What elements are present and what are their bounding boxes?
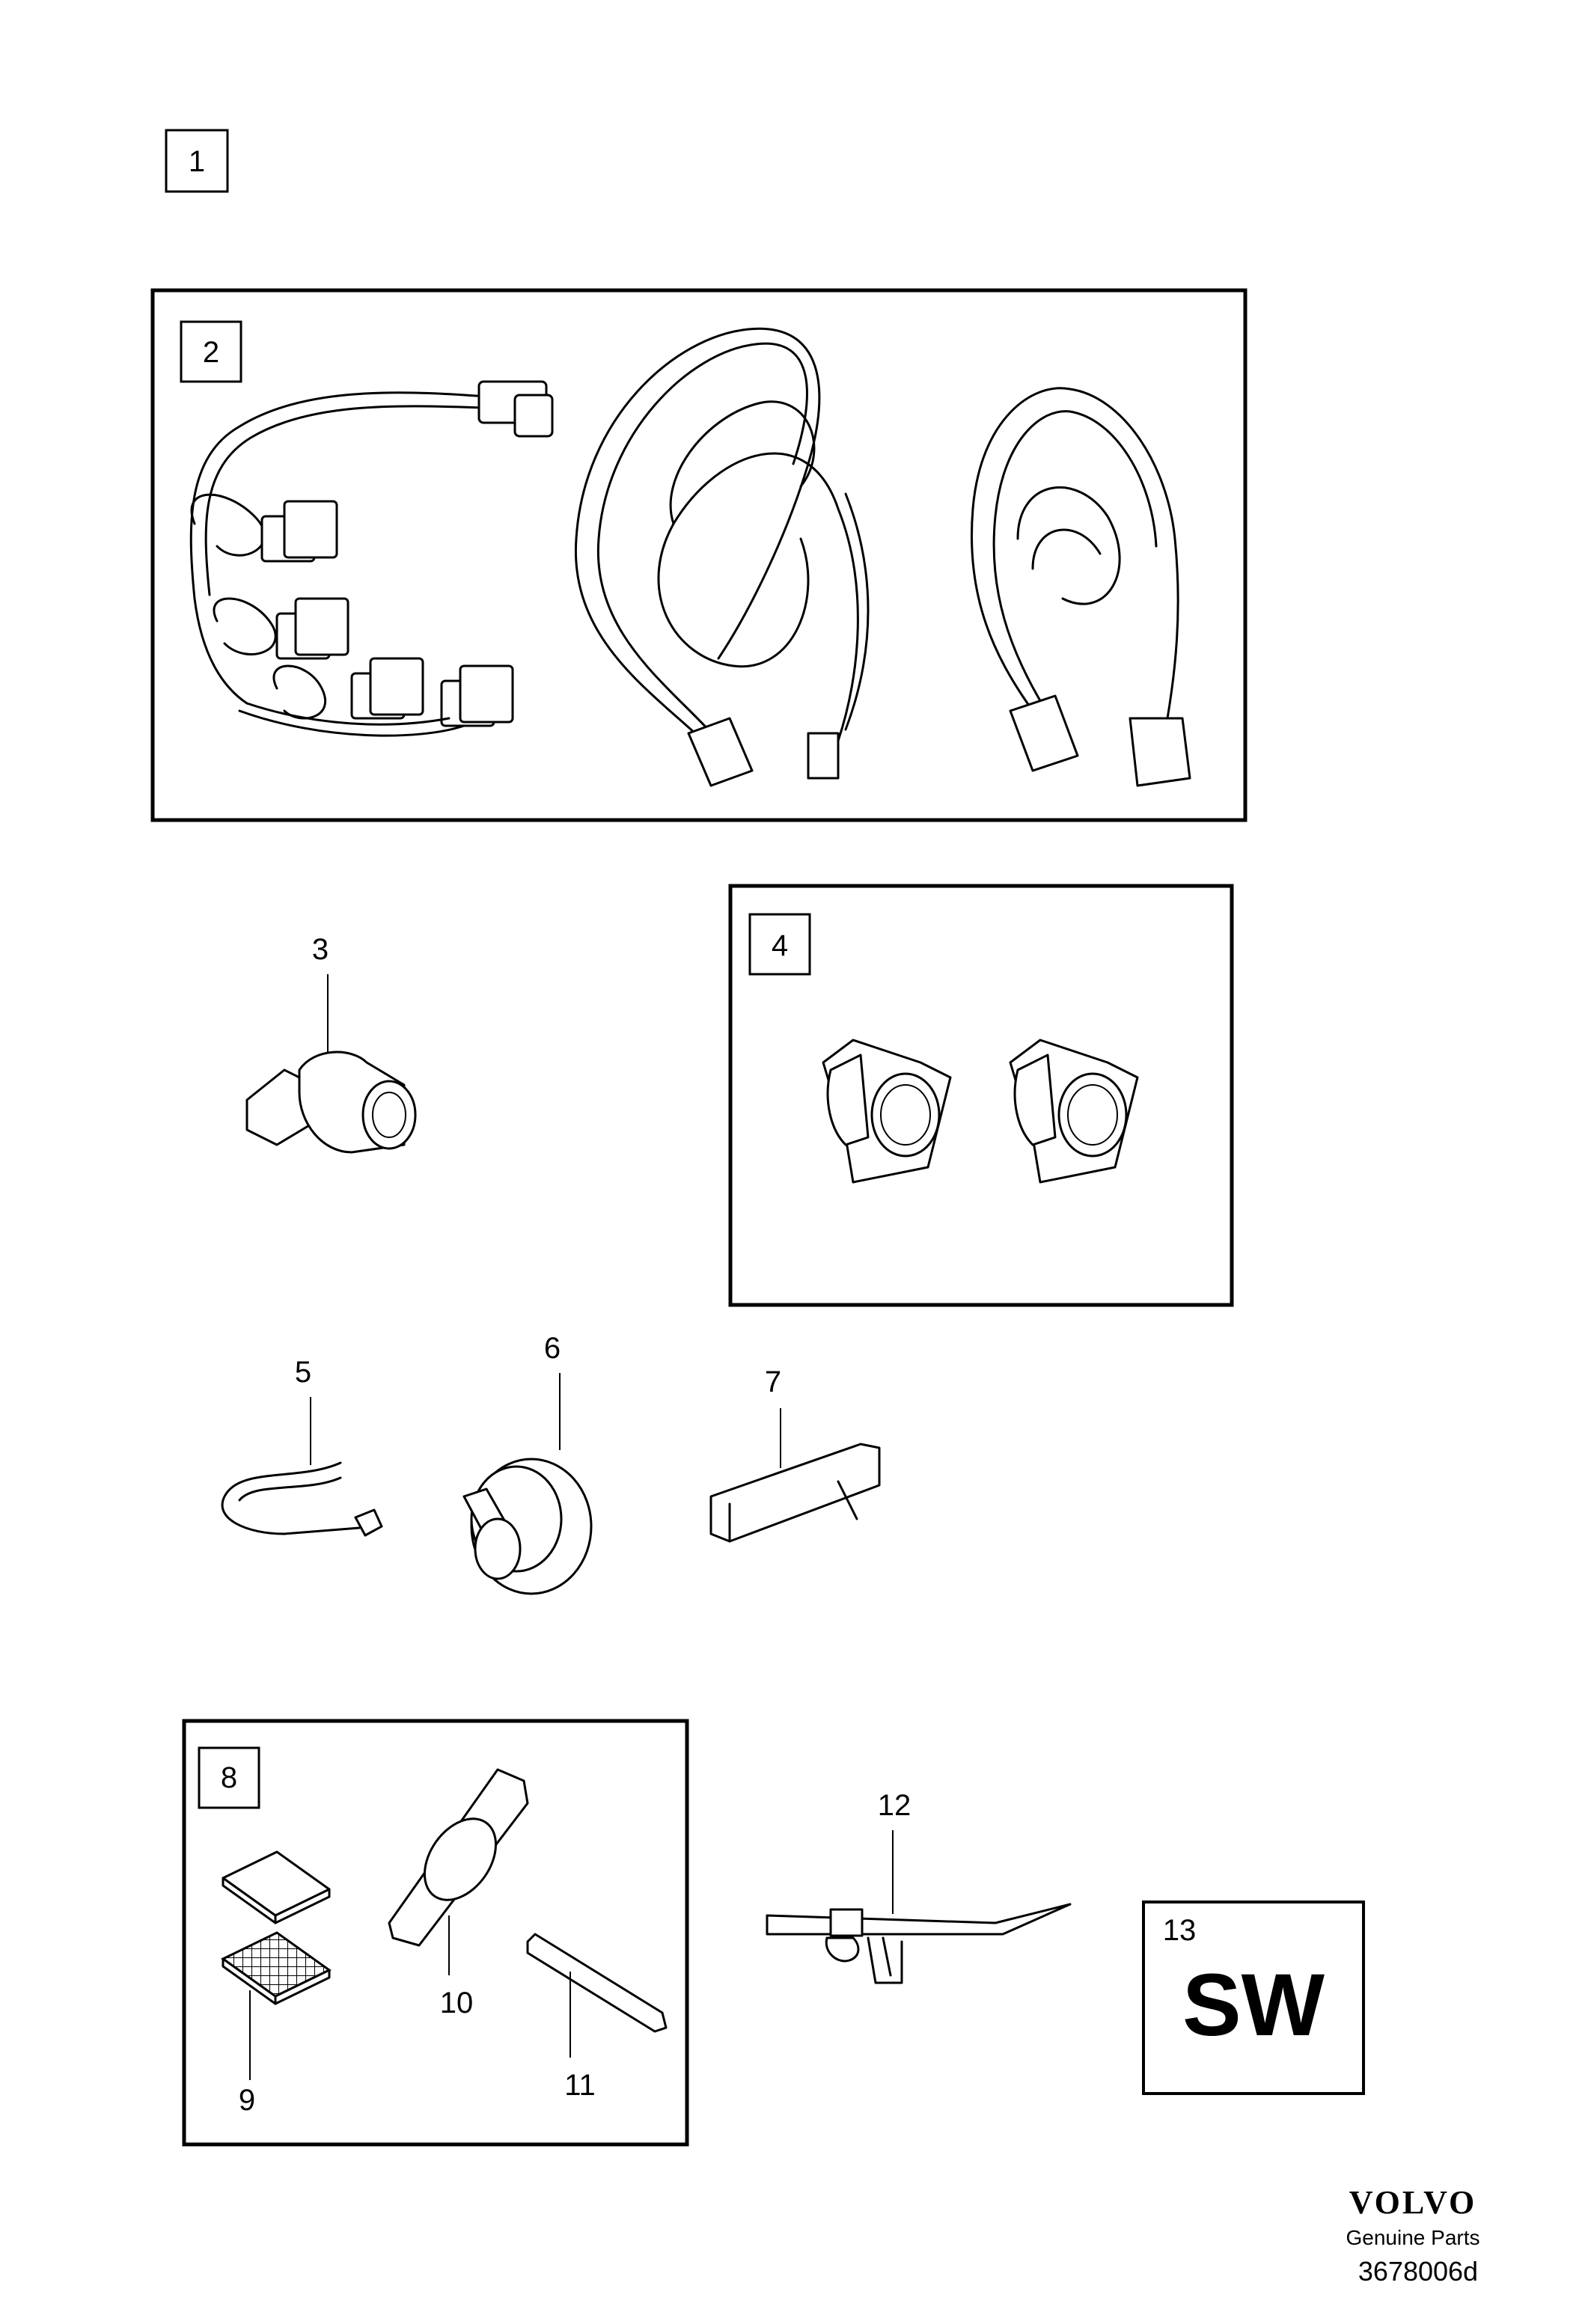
- group-8-adhesive-kit: 8 9 10 11: [182, 1719, 689, 2147]
- svg-text:3: 3: [312, 933, 329, 966]
- svg-text:12: 12: [878, 1789, 911, 1822]
- item-5-cable-tie: 5: [221, 1356, 383, 1537]
- svg-text:7: 7: [765, 1366, 781, 1398]
- sensor-harness-illustration: [189, 380, 554, 737]
- footer-tagline: Genuine Parts: [1346, 2226, 1480, 2249]
- svg-text:13: 13: [1163, 1914, 1197, 1947]
- item-6-grommet: 6: [462, 1332, 593, 1595]
- item-10-gasket: 10: [388, 1768, 529, 2019]
- item-12-clip: 12: [766, 1789, 1072, 1984]
- svg-text:8: 8: [221, 1761, 237, 1794]
- item-9-pads: 9: [221, 1850, 332, 2117]
- software-badge: SW: [1182, 1956, 1325, 2055]
- brand-logo-text: VOLVO: [1349, 2184, 1477, 2221]
- group-2-wiring-harness: 2: [150, 288, 1248, 822]
- document-id: 3678006d: [1358, 2256, 1478, 2287]
- sensor-holder-right: [1009, 1039, 1139, 1184]
- footer: VOLVO Genuine Parts 3678006d: [1346, 2184, 1480, 2287]
- group-4-sensor-holders: 4: [728, 884, 1234, 1307]
- svg-text:5: 5: [295, 1356, 311, 1389]
- sensor-holder-left: [822, 1039, 952, 1184]
- svg-text:1: 1: [189, 145, 205, 178]
- item-11-strip: 11: [526, 1933, 668, 2102]
- callout-1: 1: [165, 129, 229, 193]
- adapter-cable-illustration: [970, 387, 1191, 787]
- item-7-bracket: 7: [709, 1366, 881, 1543]
- extension-cable-illustration: [574, 327, 870, 787]
- svg-text:4: 4: [772, 929, 788, 962]
- item-3-parking-sensor: 3: [245, 933, 417, 1154]
- svg-text:6: 6: [544, 1332, 561, 1365]
- svg-text:11: 11: [564, 2069, 596, 2102]
- svg-text:2: 2: [203, 336, 219, 369]
- svg-text:9: 9: [239, 2084, 255, 2117]
- item-13-software: 13 SW: [1142, 1901, 1365, 2095]
- svg-text:10: 10: [440, 1987, 474, 2019]
